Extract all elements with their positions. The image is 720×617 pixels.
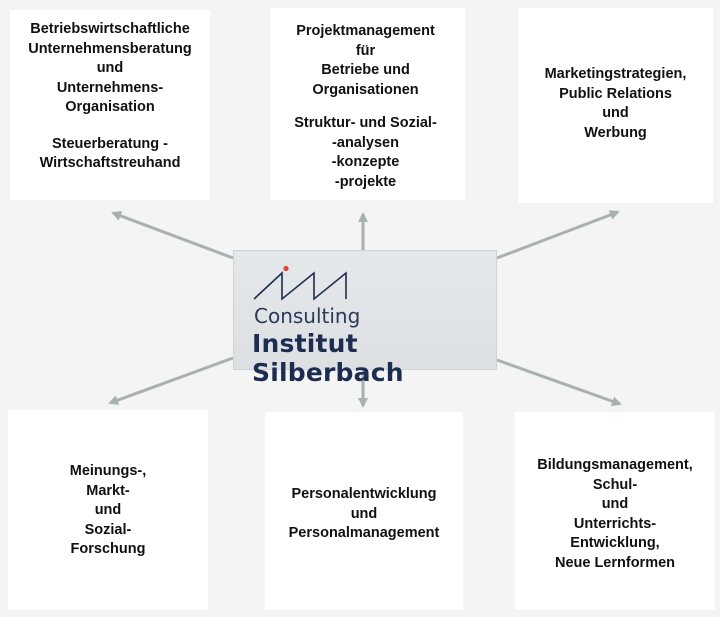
- box-top-left: Betriebswirtschaftliche Unternehmensbera…: [10, 20, 210, 174]
- panel-bottom-left: [8, 410, 208, 610]
- panel-top-center: [270, 8, 465, 200]
- text-line: Steuerberatung -: [51, 135, 168, 152]
- text-line: Wirtschaftstreuhand: [39, 155, 181, 171]
- box-bottom-center: Personalentwicklung und Personalmanageme…: [265, 485, 463, 544]
- text-line: Unternehmensberatung: [28, 40, 192, 57]
- arrow-top-left: [111, 211, 234, 260]
- text-line: Personalentwicklung: [291, 486, 437, 502]
- panel-top-right: [518, 8, 713, 203]
- text-line: Personalmanagement: [288, 525, 440, 541]
- text-line: -analysen: [332, 134, 399, 151]
- text-line: Projektmanagement: [296, 23, 435, 39]
- text-line: Unterrichts-: [573, 515, 657, 532]
- text-line: für: [355, 42, 376, 59]
- text-line: Markt-: [86, 482, 130, 499]
- text-line: Bildungsmanagement,: [537, 457, 693, 473]
- text-line: Sozial-: [84, 521, 132, 538]
- panel-bottom-center: [265, 412, 463, 610]
- sawtooth-logo-icon: [253, 265, 347, 301]
- text-line: Betriebswirtschaftliche: [30, 21, 190, 37]
- text-line: und: [601, 496, 629, 512]
- panel-top-left: [10, 10, 210, 200]
- box-bottom-right: Bildungsmanagement, Schul- und Unterrich…: [515, 456, 715, 573]
- text-line: und: [602, 105, 629, 121]
- text-line: Unternehmens-: [56, 79, 164, 96]
- arrow-top-right: [496, 210, 620, 260]
- text-line: Schul-: [592, 476, 638, 493]
- text-line: und: [94, 502, 122, 518]
- text-line: Neue Lernformen: [554, 554, 676, 571]
- text-line: Organisation: [65, 99, 155, 115]
- text-line: Meinungs-,: [69, 463, 147, 479]
- box-bottom-left: Meinungs-, Markt- und Sozial- Forschung: [8, 462, 208, 560]
- logo-accent-dot: [283, 265, 289, 272]
- arrow-bottom-right: [496, 358, 622, 407]
- text-line: Entwicklung,: [570, 535, 660, 551]
- text-line: -projekte: [334, 173, 397, 190]
- box-top-right: Marketingstrategien, Public Relations un…: [518, 65, 713, 143]
- text-line: -konzepte: [331, 154, 400, 170]
- text-line: Marketingstrategien,: [544, 66, 687, 82]
- panel-bottom-right: [515, 412, 715, 610]
- logo-consulting-text: Consulting: [254, 304, 361, 328]
- logo-card: Consulting Institut Silberbach: [233, 250, 497, 387]
- box-top-center: Projektmanagement für Betriebe und Organ…: [268, 22, 463, 192]
- text-line: und: [96, 60, 124, 76]
- text-line: und: [350, 505, 378, 522]
- text-line: Public Relations: [559, 85, 672, 102]
- text-line: Betriebe und: [321, 62, 410, 78]
- logo-institute-name: Institut Silberbach: [252, 329, 404, 387]
- text-line: Struktur- und Sozial-: [294, 115, 437, 131]
- text-line: Organisationen: [312, 81, 419, 98]
- arrow-bottom-left: [108, 356, 234, 405]
- text-line: Werbung: [584, 124, 647, 141]
- text-line: Forschung: [70, 541, 146, 557]
